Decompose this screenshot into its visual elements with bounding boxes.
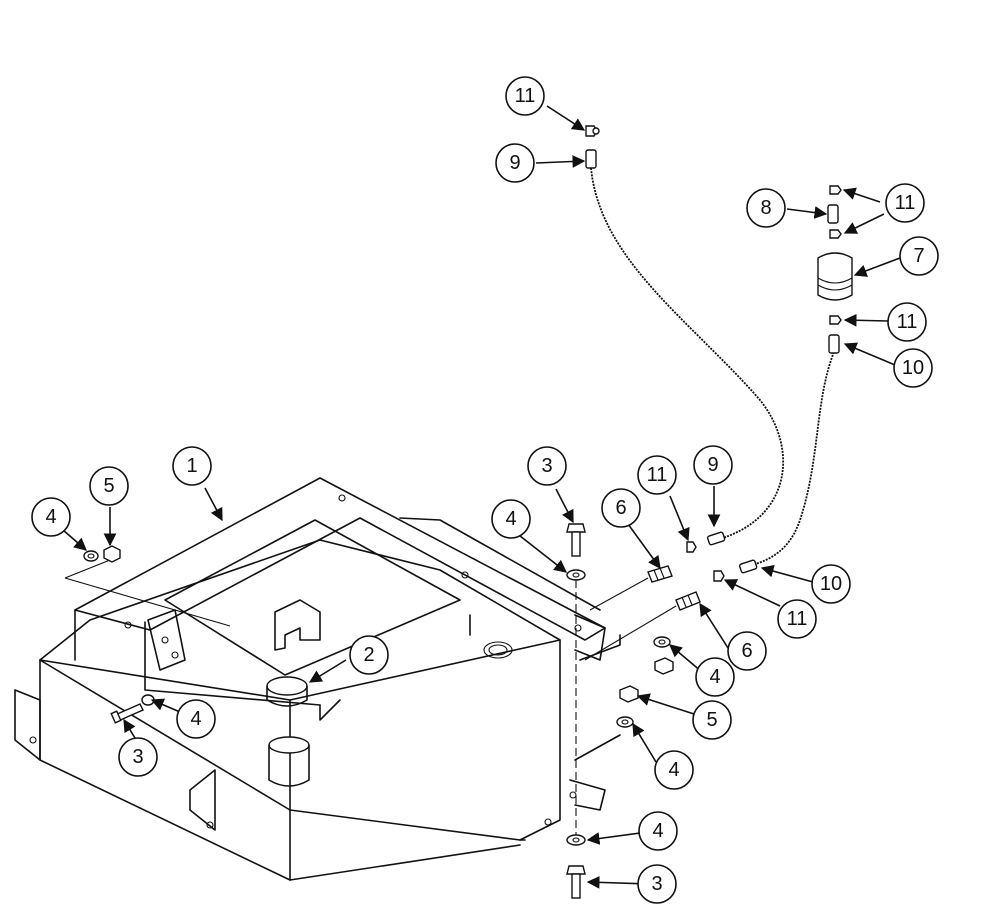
hose-10 <box>751 351 835 566</box>
callout-11-upper-right: 11 <box>885 183 925 223</box>
callout-1: 1 <box>172 446 212 486</box>
callout-11-center: 11 <box>637 455 677 495</box>
svg-text:8: 8 <box>760 197 771 219</box>
callout-4-left: 4 <box>176 699 216 739</box>
svg-text:11: 11 <box>515 85 536 107</box>
svg-text:6: 6 <box>741 640 752 662</box>
callout-4-bottom: 4 <box>638 811 678 851</box>
callout-6-upper: 6 <box>601 488 641 528</box>
svg-text:3: 3 <box>651 873 662 895</box>
callout-3-top: 3 <box>527 446 567 486</box>
leader-arrows <box>62 105 901 889</box>
callout-6-lower: 6 <box>727 631 767 671</box>
callout-4-far-left: 4 <box>31 497 71 537</box>
callout-4-right-lower: 4 <box>654 750 694 790</box>
svg-text:11: 11 <box>895 192 916 214</box>
callout-10-lower: 10 <box>811 564 851 604</box>
svg-text:3: 3 <box>132 746 143 768</box>
callout-5-left: 5 <box>89 466 129 506</box>
hose-9 <box>590 167 785 541</box>
svg-text:9: 9 <box>509 152 520 174</box>
callout-11-top: 11 <box>505 76 545 116</box>
callout-3-left: 3 <box>118 737 158 777</box>
callout-9-top: 9 <box>495 143 535 183</box>
svg-text:7: 7 <box>913 245 924 267</box>
callout-11-mid-right: 11 <box>887 302 927 342</box>
callout-8: 8 <box>746 188 786 228</box>
svg-text:9: 9 <box>707 454 718 476</box>
svg-text:4: 4 <box>45 506 56 528</box>
svg-text:1: 1 <box>186 455 197 477</box>
callout-10-upper: 10 <box>893 348 933 388</box>
svg-text:11: 11 <box>647 464 668 486</box>
svg-text:5: 5 <box>706 709 717 731</box>
callout-4-center: 4 <box>491 499 531 539</box>
svg-text:11: 11 <box>787 608 808 630</box>
svg-text:10: 10 <box>902 357 924 379</box>
fuel-tank <box>14 477 621 881</box>
svg-text:4: 4 <box>668 759 679 781</box>
svg-text:6: 6 <box>615 497 626 519</box>
svg-text:3: 3 <box>541 455 552 477</box>
svg-text:4: 4 <box>709 666 720 688</box>
svg-text:5: 5 <box>103 475 114 497</box>
callout-9-lower: 9 <box>693 445 733 485</box>
callouts: 1 2 3 3 3 4 4 4 4 4 4 5 5 6 6 7 8 9 9 10… <box>31 76 939 904</box>
svg-text:2: 2 <box>363 644 374 666</box>
svg-text:10: 10 <box>820 573 842 595</box>
callout-3-bottom: 3 <box>637 864 677 904</box>
small-parts <box>83 125 853 899</box>
svg-text:11: 11 <box>897 311 918 333</box>
svg-text:4: 4 <box>505 508 516 530</box>
callout-5-right: 5 <box>692 700 732 740</box>
callout-7: 7 <box>899 236 939 276</box>
callout-4-right-upper: 4 <box>695 657 735 697</box>
svg-text:4: 4 <box>190 708 201 730</box>
callout-2: 2 <box>349 635 389 675</box>
callout-11-lower: 11 <box>777 599 817 639</box>
svg-text:4: 4 <box>652 820 663 842</box>
